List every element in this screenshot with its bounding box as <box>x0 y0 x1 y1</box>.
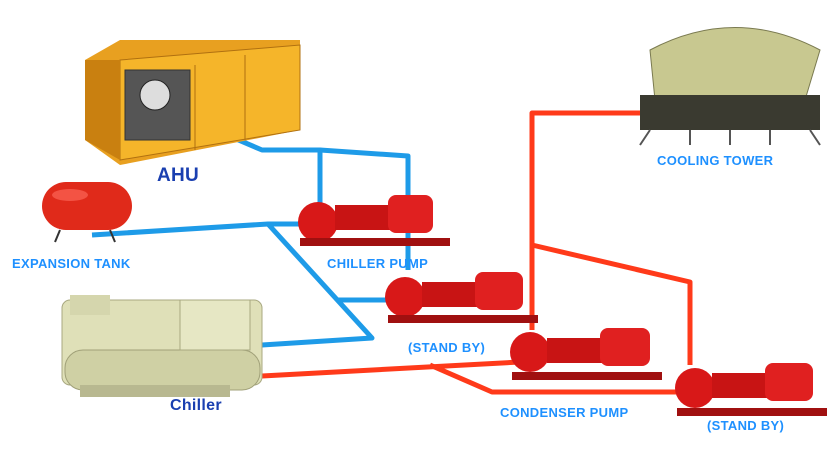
cooling-tower-supply-pipe <box>529 110 640 330</box>
expansion-tank <box>42 182 132 243</box>
chiller-supply-pipe <box>261 222 375 348</box>
fan-icon <box>139 79 171 111</box>
condenser-pump <box>510 328 662 380</box>
standby-condenser-pipe <box>429 362 680 395</box>
cooling-tower-return-pipe <box>531 242 693 365</box>
expansion-tank-label: EXPANSION TANK <box>12 256 131 271</box>
chiller-condenser-pipe <box>261 359 521 379</box>
chiller-pump <box>298 195 450 246</box>
condenser-water-pipes <box>261 110 693 395</box>
chiller-pump-label: CHILLER PUMP <box>327 256 429 271</box>
condenser-pump-standby <box>675 363 827 416</box>
condenser-pump-label: CONDENSER PUMP <box>500 405 629 420</box>
ahu-label: AHU <box>157 165 200 186</box>
chiller-unit <box>61 295 263 397</box>
condenser-pump-standby-label: (STAND BY) <box>707 418 785 433</box>
ahu-unit <box>85 40 301 165</box>
cooling-tower-label: COOLING TOWER <box>657 153 774 168</box>
chiller-pump-standby-label: (STAND BY) <box>408 340 486 355</box>
chiller-label: Chiller <box>170 397 222 414</box>
chiller-pump-standby <box>385 272 538 323</box>
cooling-tower <box>639 27 821 146</box>
